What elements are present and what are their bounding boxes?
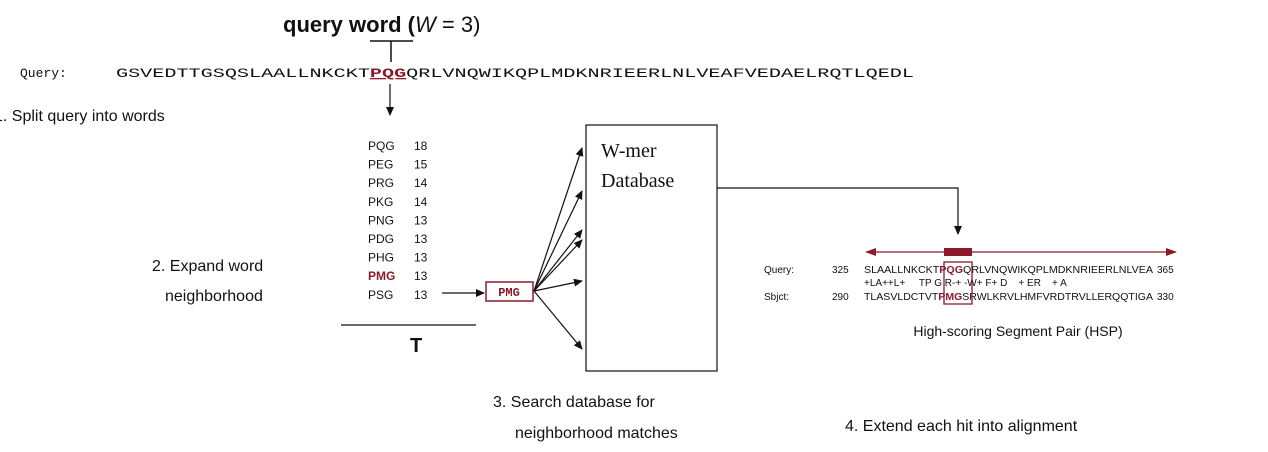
search-arrow-1 — [533, 147, 584, 292]
query-seq-word: PQG — [370, 66, 407, 81]
hit-word-text: PMG — [498, 286, 520, 300]
neighborhood-word: PNG — [368, 213, 394, 227]
hsp-query-label: Query: — [764, 265, 794, 276]
hsp-sbjct-post: SRWLKRVLHMFVRDTRVLLERQQTIGA — [962, 292, 1153, 303]
hsp-query-start: 325 — [832, 265, 849, 276]
neighborhood-score: 13 — [414, 251, 428, 265]
neighborhood-word: PQG — [368, 139, 395, 153]
query-word-title: query word (W = 3) — [283, 12, 480, 37]
query-seq-after: QRLVNQWIKQPLMDKNRIEERLNLVEAFVEDAELRQTLQE… — [406, 66, 914, 81]
hsp-query-post: QRLVNQWIKQPLMDKNRIEERLNLVEA — [963, 265, 1153, 276]
query-seq-before: GSVEDTTGSQSLAALLNKCKT — [116, 66, 370, 81]
hsp-sbjct-hit: PMG — [938, 292, 962, 303]
hsp-query-hit: PQG — [939, 265, 963, 276]
search-arrow-3 — [533, 229, 583, 292]
database-box — [585, 124, 718, 372]
hsp-query-pre: SLAALLNKCKT — [864, 265, 939, 276]
hsp-caption: High-scoring Segment Pair (HSP) — [913, 323, 1122, 339]
database-label-line2: Database — [601, 170, 674, 192]
hsp-sbjct-pre: TLASVLDCTVT — [864, 292, 938, 303]
neighborhood-word: PSG — [368, 288, 393, 302]
title-var: W — [415, 12, 438, 37]
neighborhood-score: 13 — [414, 288, 428, 302]
search-arrow-5 — [533, 278, 583, 292]
search-arrow-2 — [533, 190, 583, 292]
neighborhood-score: 14 — [414, 176, 428, 190]
step3-label-line1: 3. Search database for — [493, 394, 656, 411]
hsp-query-end: 365 — [1157, 265, 1174, 276]
step1-label: 1. Split query into words — [0, 108, 165, 125]
hsp-sbjct-end: 330 — [1157, 292, 1174, 303]
step4-label: 4. Extend each hit into alignment — [845, 418, 1078, 435]
hit-word-box — [485, 281, 534, 302]
neighborhood-score: 13 — [414, 269, 428, 283]
step2-label-line2: neighborhood — [165, 288, 263, 305]
neighborhood-word: PMG — [368, 269, 395, 283]
database-label-line1: W-mer — [601, 140, 657, 162]
neighborhood-word: PKG — [368, 195, 393, 209]
hsp-match-line: +LA++L+ TP G R-+ -W+ F+ D + ER + A — [864, 278, 1067, 289]
extend-connector — [717, 187, 962, 235]
hsp-seed-bar — [944, 248, 972, 256]
neighborhood-score: 18 — [414, 139, 428, 153]
title-suffix: = 3) — [436, 12, 481, 37]
threshold-label: T — [410, 335, 422, 357]
hsp-sbjct-start: 290 — [832, 292, 849, 303]
neighborhood-score: 13 — [414, 213, 428, 227]
step2-label-line1: 2. Expand word — [152, 258, 263, 275]
neighborhood-score: 14 — [414, 195, 428, 209]
neighborhood-score: 13 — [414, 232, 428, 246]
neighborhood-word: PEG — [368, 158, 393, 172]
neighborhood-word: PRG — [368, 176, 394, 190]
hsp-sbjct-label: Sbjct: — [764, 292, 789, 303]
neighborhood-word: PDG — [368, 232, 394, 246]
step3-label-line2: neighborhood matches — [515, 425, 678, 442]
search-arrow-4 — [533, 239, 583, 292]
neighborhood-score: 15 — [414, 158, 428, 172]
query-label: Query: — [20, 66, 67, 81]
neighborhood-word: PHG — [368, 251, 394, 265]
hsp-seed-box — [943, 261, 973, 305]
search-arrows — [533, 147, 584, 350]
title-prefix: query word ( — [283, 12, 416, 37]
search-arrow-6 — [533, 290, 583, 350]
